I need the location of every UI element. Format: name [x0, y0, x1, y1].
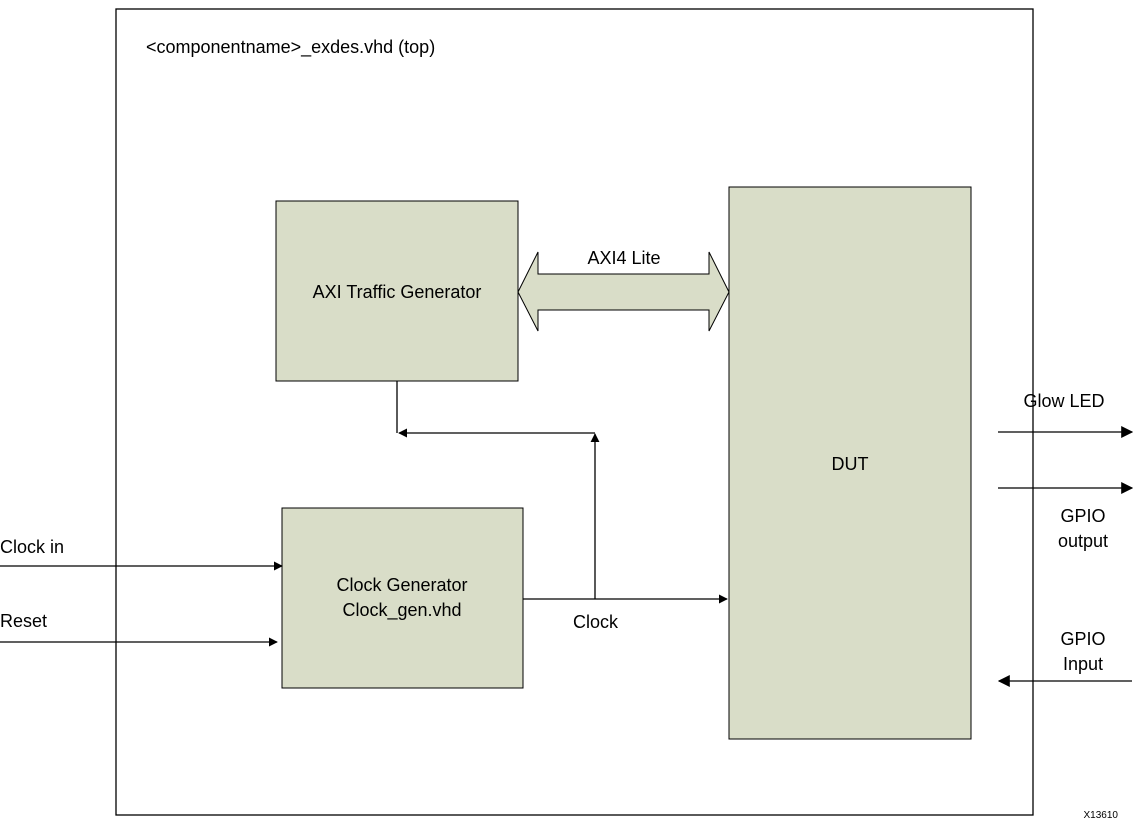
top-module-frame: [115, 8, 1034, 816]
axi-traffic-generator-label: AXI Traffic Generator: [313, 282, 482, 302]
top-module-title: <componentname>_exdes.vhd (top): [146, 37, 435, 58]
clock-signal-label: Clock: [573, 612, 619, 632]
clock-in-label: Clock in: [0, 537, 64, 557]
dut-label: DUT: [832, 454, 869, 474]
gpio-input-label-1: GPIO: [1060, 629, 1105, 649]
glow-led-label: Glow LED: [1023, 391, 1104, 411]
reset-label: Reset: [0, 611, 47, 631]
clock-generator-block: [281, 507, 524, 689]
figure-id: X13610: [1084, 810, 1119, 821]
gpio-input-label-2: Input: [1063, 654, 1103, 674]
gpio-output-label-1: GPIO: [1060, 506, 1105, 526]
clock-generator-label: Clock Generator: [336, 575, 467, 595]
clock-generator-file-label: Clock_gen.vhd: [342, 600, 461, 621]
gpio-output-label-2: output: [1058, 531, 1108, 551]
axi4-lite-bus-arrow: [517, 251, 730, 332]
axi-traffic-generator-block: [275, 200, 519, 382]
dut-block: [728, 186, 972, 740]
axi4-lite-label: AXI4 Lite: [587, 248, 660, 268]
